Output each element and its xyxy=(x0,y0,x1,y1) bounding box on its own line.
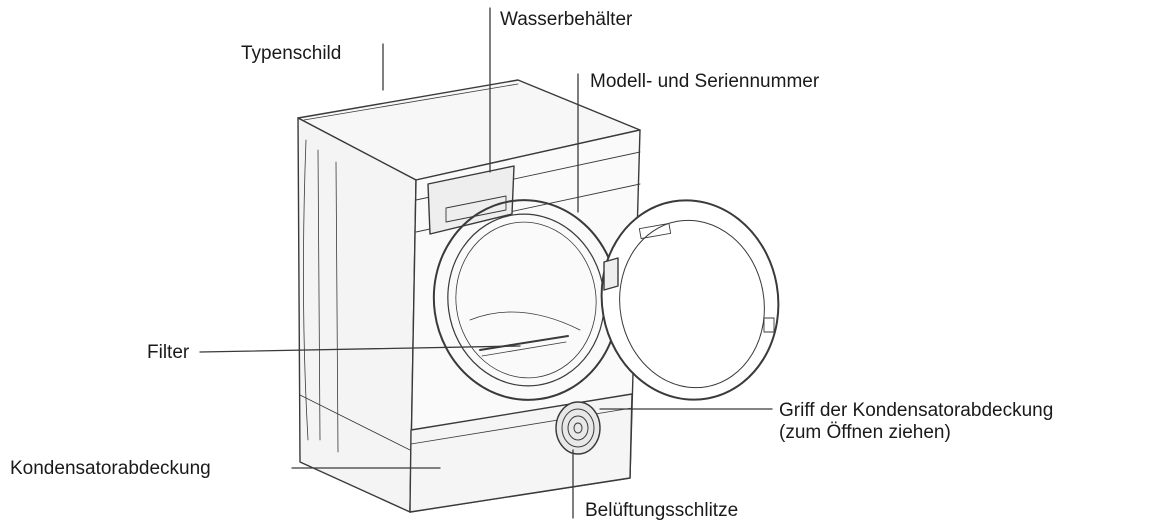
label-kondensatorabdeckung: Kondensatorabdeckung xyxy=(10,458,211,479)
label-typenschild: Typenschild xyxy=(241,43,342,64)
label-filter: Filter xyxy=(147,342,190,363)
label-wasserbehaelter: Wasserbehälter xyxy=(500,9,633,30)
open-door-inner xyxy=(619,219,765,389)
water-container xyxy=(427,165,515,235)
label-griff-line2: (zum Öffnen ziehen) xyxy=(779,422,951,443)
label-griff-line1: Griff der Kondensatorabdeckung xyxy=(779,400,1054,421)
leader-filter xyxy=(199,345,521,353)
label-belueftungsschlitze: Belüftungsschlitze xyxy=(585,500,739,521)
label-modell-seriennummer: Modell- und Seriennummer xyxy=(590,71,820,92)
dryer-side-panel xyxy=(297,117,417,513)
vent-grille xyxy=(555,401,601,455)
door-hinge xyxy=(603,257,619,291)
filter-slot xyxy=(479,335,569,351)
open-door-outer xyxy=(600,199,780,401)
